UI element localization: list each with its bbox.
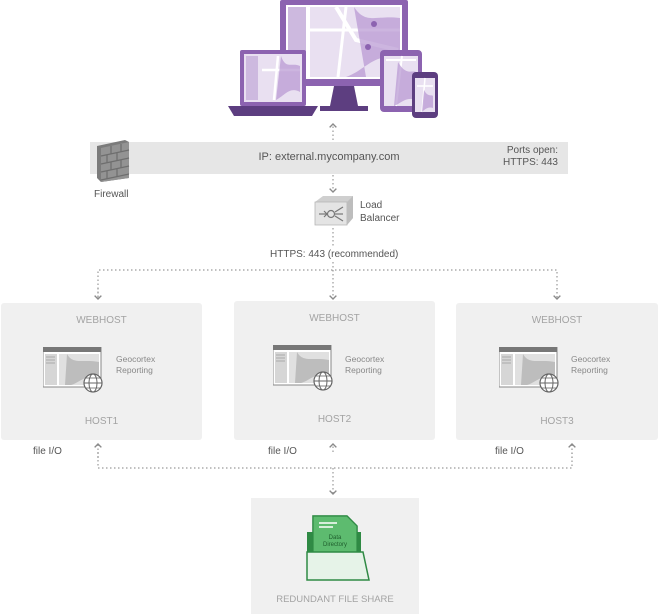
load-balancer-line2: Balancer (360, 213, 400, 224)
webhost-1: WEBHOST Geocortex Reporting HOST1 (1, 303, 202, 440)
file-io-label-2: file I/O (268, 446, 297, 457)
load-balancer-label: Load Balancer (360, 199, 399, 225)
firewall-label: Firewall (94, 189, 129, 200)
load-balancer-icon (314, 196, 353, 226)
app-name-line2: Reporting (571, 365, 608, 375)
webhost-title: WEBHOST (76, 315, 127, 326)
webhost-title: WEBHOST (531, 315, 583, 326)
https-label: HTTPS: 443 (recommended) (270, 249, 399, 260)
ports-open-value: HTTPS: 443 (502, 157, 558, 168)
app-name: Geocortex Reporting (571, 354, 610, 376)
folder-label-line1: Data (329, 535, 342, 541)
webhost-2: WEBHOST Geocortex Reporting HOST2 (234, 301, 435, 440)
ports-open-label: Ports open: (506, 145, 558, 156)
reporting-app-icon (43, 347, 103, 393)
brick-wall-icon (97, 140, 130, 182)
reporting-app-icon (273, 345, 333, 391)
ip-address: IP: external.mycompany.com (258, 151, 400, 163)
host-name: HOST2 (317, 414, 352, 425)
app-name-line1: Geocortex (345, 354, 385, 364)
host-name: HOST3 (540, 416, 574, 427)
ip-bar: IP: external.mycompany.com Ports open: H… (90, 142, 568, 174)
app-name-line2: Reporting (345, 365, 382, 375)
reporting-app-icon (499, 347, 559, 393)
webhost-3: WEBHOST Geocortex Reporting HOST3 (456, 303, 658, 440)
app-name: Geocortex Reporting (116, 354, 155, 376)
file-io-label-3: file I/O (495, 446, 524, 457)
ports-open: Ports open: HTTPS: 443 (503, 145, 558, 169)
file-io-label-1: file I/O (33, 446, 62, 457)
webhost-title: WEBHOST (309, 313, 360, 324)
file-share-label: REDUNDANT FILE SHARE (276, 594, 394, 605)
folder-icon: Data Directory (306, 515, 370, 581)
app-name-line2: Reporting (116, 365, 153, 375)
app-name-line1: Geocortex (571, 354, 611, 364)
host-name: HOST1 (84, 416, 119, 427)
folder-label-line2: Directory (323, 542, 347, 548)
app-name-line1: Geocortex (116, 354, 156, 364)
client-devices-icon (228, 0, 438, 118)
redundant-file-share: Data Directory REDUNDANT FILE SHARE (251, 498, 419, 614)
load-balancer-line1: Load (360, 200, 383, 211)
app-name: Geocortex Reporting (345, 354, 384, 376)
